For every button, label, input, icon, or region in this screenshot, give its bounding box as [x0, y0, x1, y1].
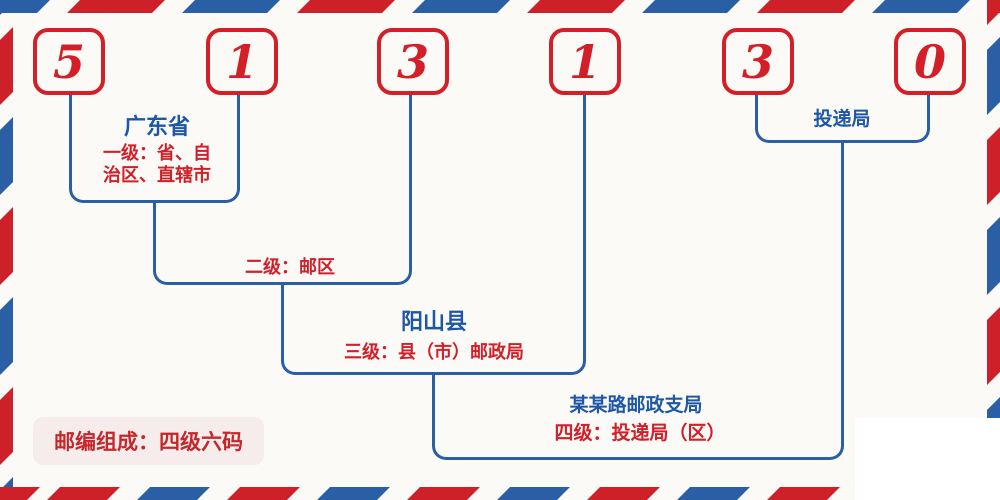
connector-digit3 — [409, 95, 412, 269]
connector-digit2 — [237, 95, 240, 187]
level1-desc-line2: 治区、直辖市 — [103, 165, 211, 185]
bracket-delivery — [755, 127, 930, 143]
bracket-level1 — [69, 187, 240, 203]
level3-label: 三级：县（市）邮政局 — [344, 342, 524, 362]
digit-box-4: 1 — [549, 28, 621, 95]
stem-level1 — [153, 203, 156, 269]
digit-box-5: 3 — [722, 28, 794, 95]
airmail-border-bottom — [0, 487, 1000, 500]
level4-label: 四级：投递局（区） — [554, 423, 726, 444]
connector-digit1 — [69, 95, 72, 187]
bracket-level2 — [153, 269, 412, 285]
digit-box-2: 1 — [206, 28, 278, 95]
bracket-level4 — [432, 442, 844, 460]
level4-title: 某某路邮政支局 — [569, 395, 703, 416]
bracket-level3 — [281, 359, 586, 375]
connector-digit5 — [755, 95, 758, 127]
level1-title: 广东省 — [123, 114, 191, 139]
digit-box-6: 0 — [894, 28, 966, 95]
level1-desc-line1: 一级：省、自 — [103, 143, 211, 163]
stem-delivery — [841, 143, 844, 442]
composition-badge: 邮编组成：四级六码 — [33, 417, 264, 465]
composition-badge-text: 邮编组成：四级六码 — [54, 429, 243, 454]
corner-white-patch — [855, 418, 1000, 500]
level3-title: 阳山县 — [400, 309, 468, 334]
stem-level3 — [432, 375, 435, 442]
stem-level2 — [281, 285, 284, 359]
connector-digit4 — [583, 95, 586, 359]
connector-digit6 — [927, 95, 930, 127]
level2-label: 二级：邮区 — [245, 257, 335, 277]
digit-box-3: 3 — [377, 28, 449, 95]
airmail-border-left — [0, 0, 13, 500]
airmail-border-top — [0, 0, 1000, 13]
delivery-label: 投递局 — [813, 109, 871, 130]
digit-box-1: 5 — [33, 28, 105, 95]
